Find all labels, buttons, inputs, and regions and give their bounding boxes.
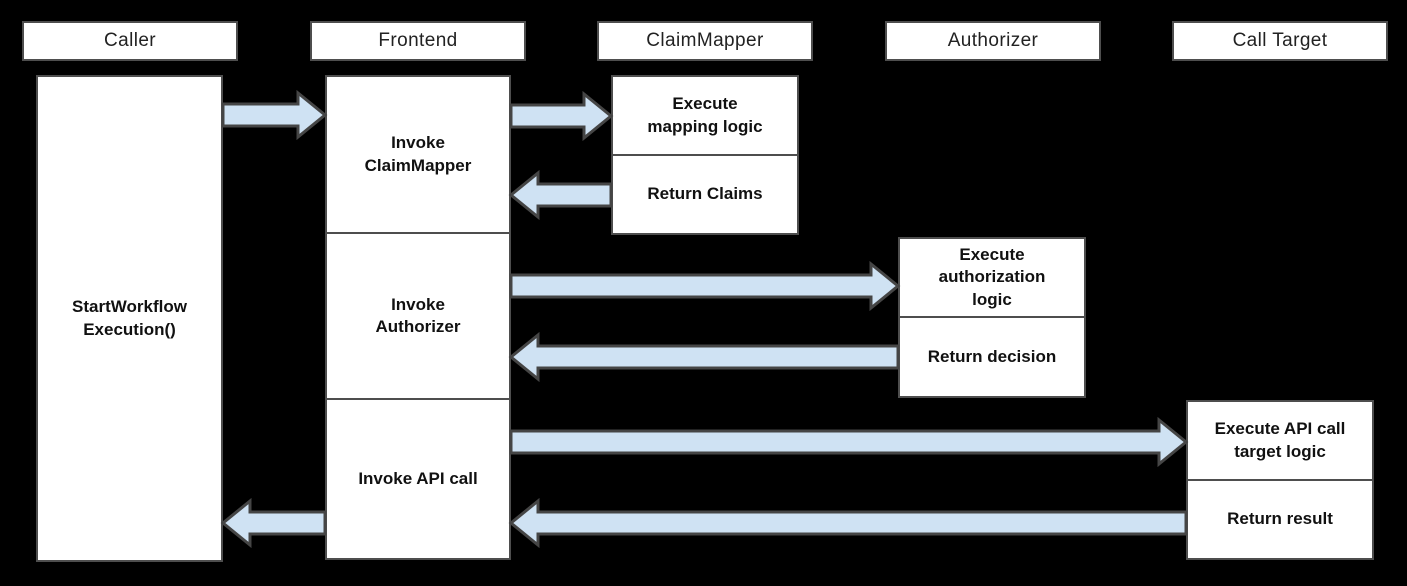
step-return-result: Return result xyxy=(1188,479,1372,558)
step-return-decision-label: Return decision xyxy=(927,346,1057,366)
activation-frontend: Invoke ClaimMapper Invoke Authorizer Inv… xyxy=(325,75,511,560)
arrow-claim_mapper-to-frontend xyxy=(508,169,613,221)
step-execute-api-call-target-logic: Execute API call target logic xyxy=(1188,402,1372,479)
arrow-frontend-to-claim_mapper xyxy=(509,90,614,142)
step-return-claims: Return Claims xyxy=(613,154,797,233)
activation-calltarget: Execute API call target logic Return res… xyxy=(1186,400,1374,560)
activation-authorizer: Execute authorization logic Return decis… xyxy=(898,237,1086,398)
lifeline-header-claimmapper: ClaimMapper xyxy=(597,21,813,61)
activation-claimmapper: Execute mapping logic Return Claims xyxy=(611,75,799,235)
step-invoke-authorizer-label: Invoke Authorizer xyxy=(375,294,461,336)
lifeline-header-frontend: Frontend xyxy=(310,21,526,61)
step-execute-authorization-logic-label: Execute authorization logic xyxy=(938,245,1046,309)
step-invoke-api-call-label: Invoke API call xyxy=(358,468,478,488)
activation-caller: StartWorkflow Execution() xyxy=(36,75,223,562)
lifeline-header-caller: Caller xyxy=(22,21,238,61)
arrow-authorizer-to-frontend xyxy=(508,331,900,383)
step-execute-api-call-target-logic-label: Execute API call target logic xyxy=(1214,419,1346,461)
step-execute-authorization-logic: Execute authorization logic xyxy=(900,239,1084,316)
step-execute-mapping-logic-label: Execute mapping logic xyxy=(647,94,763,136)
step-return-result-label: Return result xyxy=(1227,509,1333,529)
arrow-frontend-to-authorizer xyxy=(509,260,901,312)
step-invoke-claimmapper-label: Invoke ClaimMapper xyxy=(364,133,472,175)
step-invoke-authorizer: Invoke Authorizer xyxy=(327,232,509,398)
lifeline-header-calltarget: Call Target xyxy=(1172,21,1388,61)
step-return-claims-label: Return Claims xyxy=(647,184,763,204)
lifeline-header-authorizer: Authorizer xyxy=(885,21,1101,61)
step-invoke-claimmapper: Invoke ClaimMapper xyxy=(327,77,509,232)
step-execute-mapping-logic: Execute mapping logic xyxy=(613,77,797,154)
step-startworkflowexecution-label: StartWorkflow Execution() xyxy=(72,297,187,339)
step-return-decision: Return decision xyxy=(900,316,1084,396)
arrow-frontend-to-caller xyxy=(220,497,327,549)
arrow-call_target-to-frontend xyxy=(508,497,1188,549)
step-invoke-api-call: Invoke API call xyxy=(327,398,509,558)
arrow-frontend-to-call_target xyxy=(509,416,1189,468)
arrow-caller-to-frontend xyxy=(221,89,328,141)
